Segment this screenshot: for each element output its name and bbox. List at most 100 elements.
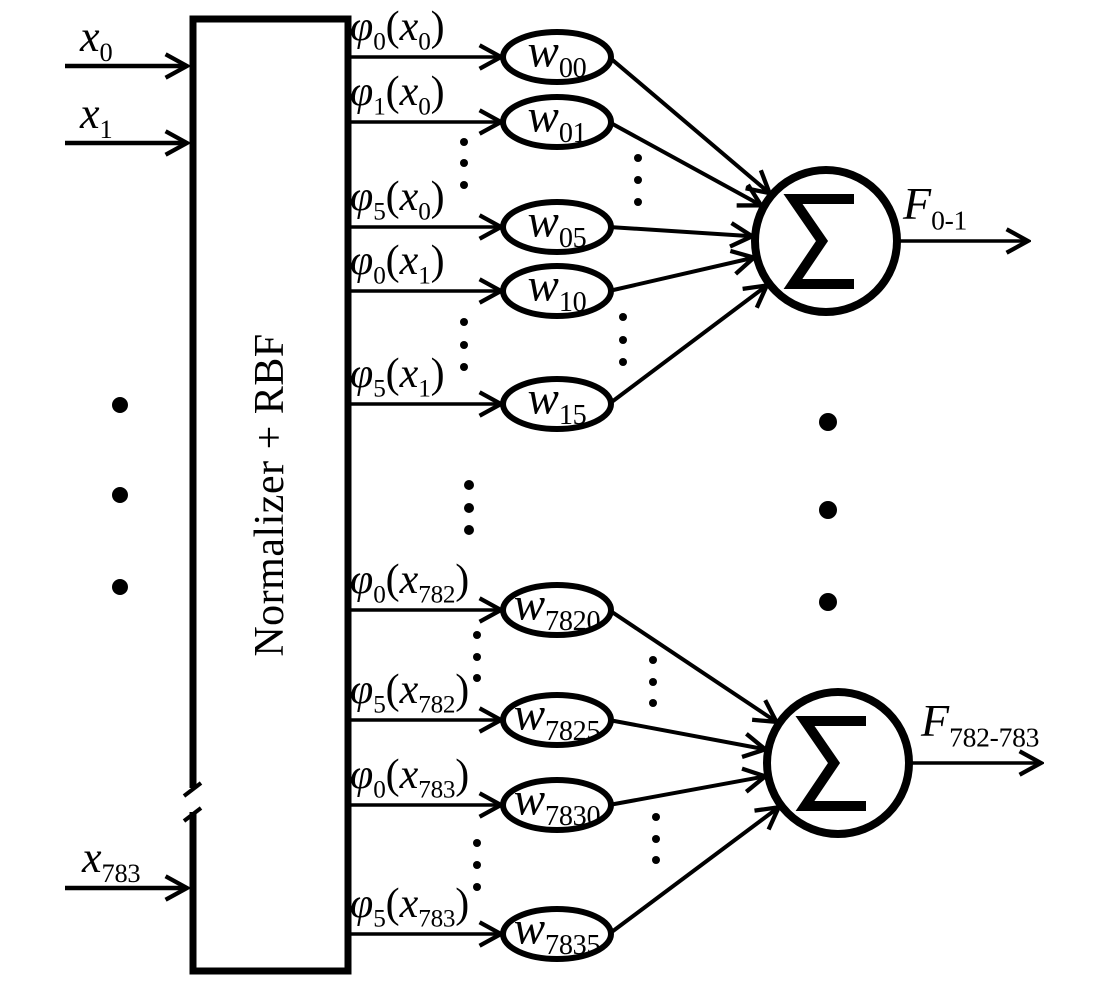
block-break-mark (182, 781, 203, 798)
weight-ellipse (500, 906, 614, 962)
subscript: 7830 (545, 801, 601, 833)
subscript: 7825 (545, 716, 601, 748)
ellipsis-dot (473, 839, 481, 847)
weight-to-sum-line (607, 285, 767, 406)
weight-to-sum-line (607, 608, 776, 722)
weight-label: w7820 (513, 578, 601, 638)
normalizer-block-label: Normalizer + RBF (247, 333, 293, 657)
ellipsis-dot (460, 318, 468, 326)
weight-label: w01 (527, 90, 587, 150)
weight-label: w7830 (513, 773, 601, 833)
weight-to-sum-line (608, 776, 765, 807)
weight-ellipse (500, 376, 614, 432)
subscript: 10 (558, 287, 587, 319)
weight-to-sum-line (608, 718, 765, 749)
ellipsis-dot (460, 363, 468, 371)
ellipsis-dot (460, 341, 468, 349)
normalizer-block (189, 15, 352, 975)
phi-function-label: φ0(x0) (350, 4, 445, 56)
subscript: 1 (418, 262, 431, 290)
subscript: 0 (373, 28, 386, 56)
weight-label: w7825 (513, 688, 601, 748)
ellipsis-dot (649, 656, 657, 664)
output-label: F0-1 (903, 178, 968, 236)
ellipsis-dot (473, 674, 481, 682)
ellipsis-dot (464, 480, 474, 490)
phi-function-label: φ5(x782) (350, 667, 470, 719)
output-label: F782-783 (921, 695, 1040, 753)
subscript: 00 (558, 53, 587, 85)
subscript: 0 (373, 262, 386, 290)
ellipsis-dot (619, 313, 627, 321)
ellipsis-dot (652, 856, 660, 864)
input-label: x783 (82, 833, 141, 889)
weight-label: w10 (527, 259, 587, 319)
subscript: 5 (373, 691, 386, 719)
phi-function-label: φ1(x0) (350, 69, 445, 121)
phi-function-label: φ5(x1) (350, 351, 445, 403)
ellipsis-dot (464, 503, 474, 513)
ellipsis-dot (112, 397, 128, 413)
subscript: 5 (373, 198, 386, 226)
phi-function-label: φ0(x782) (350, 557, 470, 609)
phi-function-label: φ0(x783) (350, 752, 470, 804)
subscript: 05 (558, 223, 587, 255)
subscript: 782 (418, 691, 456, 719)
block-break-mark (182, 806, 203, 823)
weight-to-sum-line (607, 807, 779, 936)
subscript: 783 (418, 905, 456, 933)
sigma-symbol-glyph (783, 194, 854, 289)
ellipsis-dot (819, 413, 837, 431)
ellipsis-dot (634, 198, 642, 206)
subscript: 01 (558, 118, 587, 150)
weight-to-sum-line (608, 120, 761, 205)
ellipsis-dot (819, 501, 837, 519)
weight-to-sum-line (607, 55, 770, 193)
ellipsis-dot (473, 883, 481, 891)
subscript: 1 (418, 375, 431, 403)
ellipsis-dot (619, 358, 627, 366)
ellipsis-dot (473, 653, 481, 661)
ellipsis-dot (652, 813, 660, 821)
ellipsis-dot (473, 631, 481, 639)
subscript: 783 (418, 776, 456, 804)
subscript: 0 (373, 581, 386, 609)
subscript: 0 (373, 776, 386, 804)
ellipsis-dot (464, 525, 474, 535)
weight-label: w7835 (513, 902, 601, 962)
subscript: 783 (101, 858, 141, 889)
phi-function-label: φ5(x0) (350, 174, 445, 226)
subscript: 7820 (545, 606, 601, 638)
ellipsis-dot (634, 176, 642, 184)
sigma-symbol-glyph (795, 716, 866, 811)
subscript: 15 (558, 400, 587, 432)
weight-ellipse (500, 777, 614, 833)
weight-ellipse (500, 692, 614, 748)
ellipsis-dot (460, 181, 468, 189)
ellipsis-dot (619, 336, 627, 344)
phi-function-label: φ0(x1) (350, 238, 445, 290)
ellipsis-dot (649, 699, 657, 707)
subscript: 7835 (545, 930, 601, 962)
subscript: 782-783 (949, 721, 1040, 753)
subscript: 0 (418, 93, 431, 121)
weight-ellipse (500, 94, 614, 150)
subscript: 5 (373, 375, 386, 403)
subscript: 0-1 (931, 204, 968, 236)
input-label: x0 (80, 12, 113, 68)
weight-to-sum-line (608, 227, 752, 236)
weight-ellipse (500, 29, 614, 85)
weight-ellipse (500, 582, 614, 638)
ellipsis-dot (112, 487, 128, 503)
ellipsis-dot (112, 579, 128, 595)
weight-ellipse (500, 199, 614, 255)
subscript: 1 (99, 114, 113, 145)
subscript: 0 (418, 28, 431, 56)
subscript: 782 (418, 581, 456, 609)
weight-ellipse (500, 263, 614, 319)
weight-to-sum-line (608, 258, 754, 293)
input-label: x1 (80, 89, 113, 145)
ellipsis-dot (473, 861, 481, 869)
